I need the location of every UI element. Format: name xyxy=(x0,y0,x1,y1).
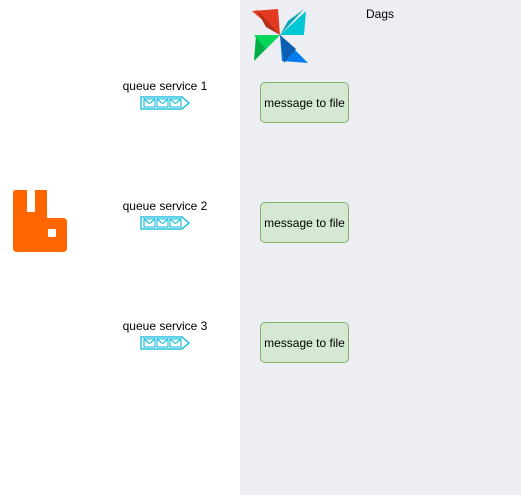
message-to-file-box-1[interactable]: message to file xyxy=(260,82,349,123)
message-to-file-box-2[interactable]: message to file xyxy=(260,202,349,243)
rabbitmq-icon xyxy=(13,190,67,252)
message-queue-icon xyxy=(140,96,190,110)
queue-label-1: queue service 1 xyxy=(122,79,208,93)
dags-panel xyxy=(240,0,521,495)
message-queue-icon xyxy=(140,336,190,350)
dags-panel-title: Dags xyxy=(366,7,395,21)
message-queue-icon xyxy=(140,216,190,230)
airflow-pinwheel-icon xyxy=(252,9,308,63)
queue-label-2: queue service 2 xyxy=(122,199,208,213)
queue-label-3: queue service 3 xyxy=(122,319,208,333)
message-to-file-box-3[interactable]: message to file xyxy=(260,322,349,363)
